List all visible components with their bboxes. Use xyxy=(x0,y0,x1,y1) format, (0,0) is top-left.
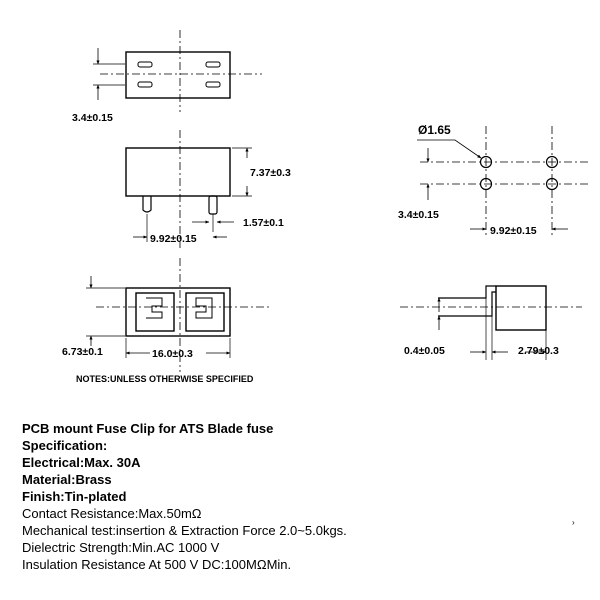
dim-bottom-length: 16.0±0.3 xyxy=(152,348,193,360)
dim-right-thickness: 0.4±0.05 xyxy=(404,345,445,357)
top-view xyxy=(93,30,262,112)
spec-contact-resistance: Contact Resistance:Max.50mΩ xyxy=(22,506,202,521)
stray-mark: › xyxy=(572,518,575,527)
dim-pcb-row-spacing: 3.4±0.15 xyxy=(398,209,439,221)
spec-heading: Specification: xyxy=(22,438,108,453)
spec-insulation-resistance: Insulation Resistance At 500 V DC:100MΩM… xyxy=(22,557,292,572)
dim-pcb-col-spacing: 9.92±0.15 xyxy=(490,225,537,237)
dim-hole-diameter: Ø1.65 xyxy=(418,123,451,137)
drawing-notes: NOTES:UNLESS OTHERWISE SPECIFIED xyxy=(76,374,254,384)
right-side-view xyxy=(400,285,582,360)
spec-electrical: Electrical:Max. 30A xyxy=(22,455,141,470)
product-title: PCB mount Fuse Clip for ATS Blade fuse xyxy=(22,421,274,436)
dim-top-height: 3.4±0.15 xyxy=(72,112,113,124)
pcb-layout-view xyxy=(417,126,590,236)
side-view xyxy=(125,130,252,248)
spec-mechanical-test: Mechanical test:insertion & Extraction F… xyxy=(22,523,347,538)
spec-dielectric-strength: Dielectric Strength:Min.AC 1000 V xyxy=(22,540,220,555)
dim-bottom-depth: 6.73±0.1 xyxy=(62,346,103,358)
dim-pin-width: 1.57±0.1 xyxy=(243,217,284,229)
dim-side-height: 7.37±0.3 xyxy=(250,167,291,179)
specification-block: PCB mount Fuse Clip for ATS Blade fuse S… xyxy=(22,420,582,573)
spec-material: Material:Brass xyxy=(22,472,112,487)
spec-finish: Finish:Tin-plated xyxy=(22,489,127,504)
dim-pin-spacing: 9.92±0.15 xyxy=(150,233,197,245)
dim-right-length: 2.79±0.3 xyxy=(518,345,559,357)
bottom-view xyxy=(86,258,272,372)
